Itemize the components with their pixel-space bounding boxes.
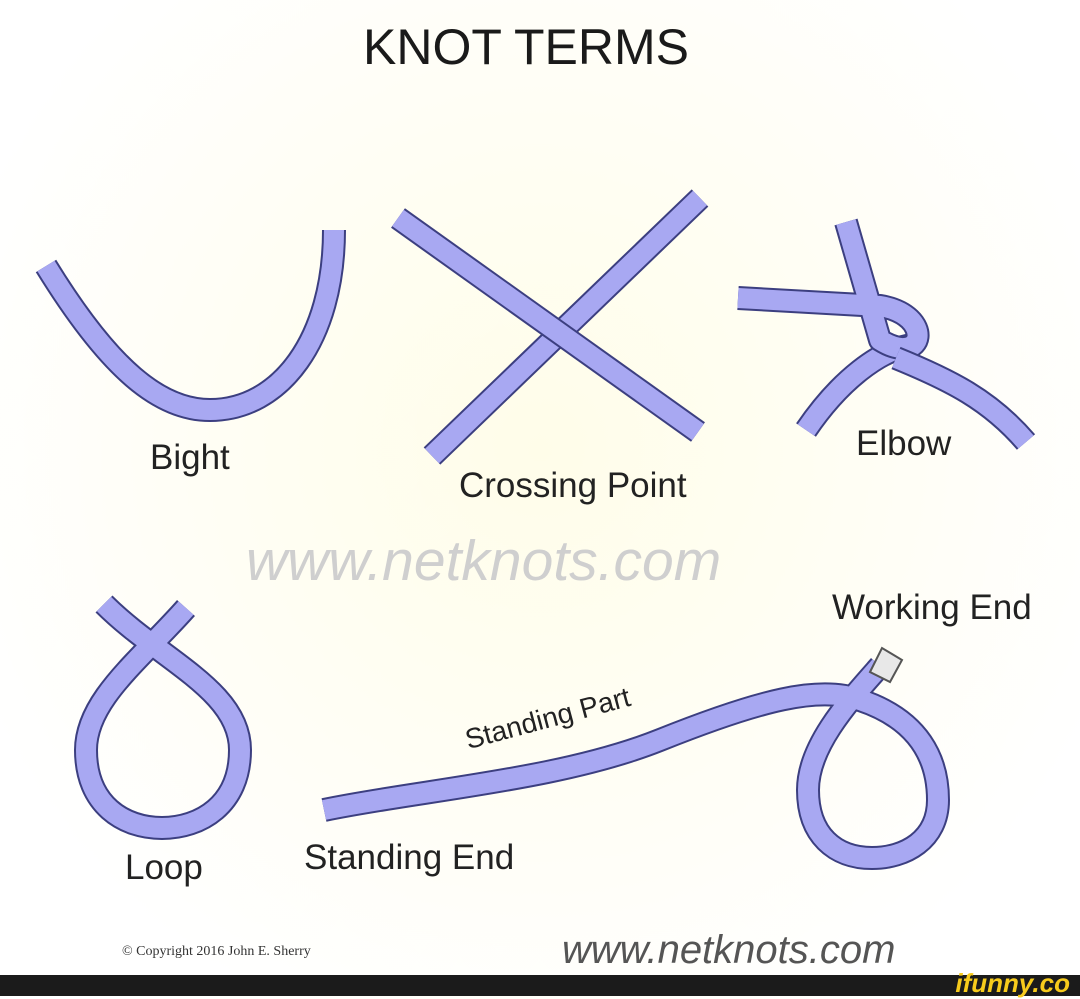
loop-label: Loop — [125, 848, 203, 887]
footer-url[interactable]: www.netknots.com — [562, 928, 896, 972]
crossing-point-rope — [391, 189, 709, 465]
loop-rope — [74, 595, 252, 840]
bight-rope — [35, 229, 346, 422]
standing-part-rope — [321, 646, 950, 870]
standing-end-label: Standing End — [304, 838, 515, 877]
working-end-tip — [868, 646, 904, 684]
page-title: KNOT TERMS — [363, 19, 689, 75]
working-end-label: Working End — [832, 588, 1032, 627]
crossing-point-label: Crossing Point — [459, 466, 687, 505]
elbow-label: Elbow — [856, 424, 952, 463]
copyright-text: © Copyright 2016 John E. Sherry — [122, 944, 311, 959]
watermark: www.netknots.com — [246, 529, 722, 593]
bight-label: Bight — [150, 438, 230, 477]
footer-bar — [0, 975, 1080, 996]
site-logo[interactable]: ifunny.co — [955, 968, 1070, 998]
elbow-rope — [737, 218, 1036, 450]
